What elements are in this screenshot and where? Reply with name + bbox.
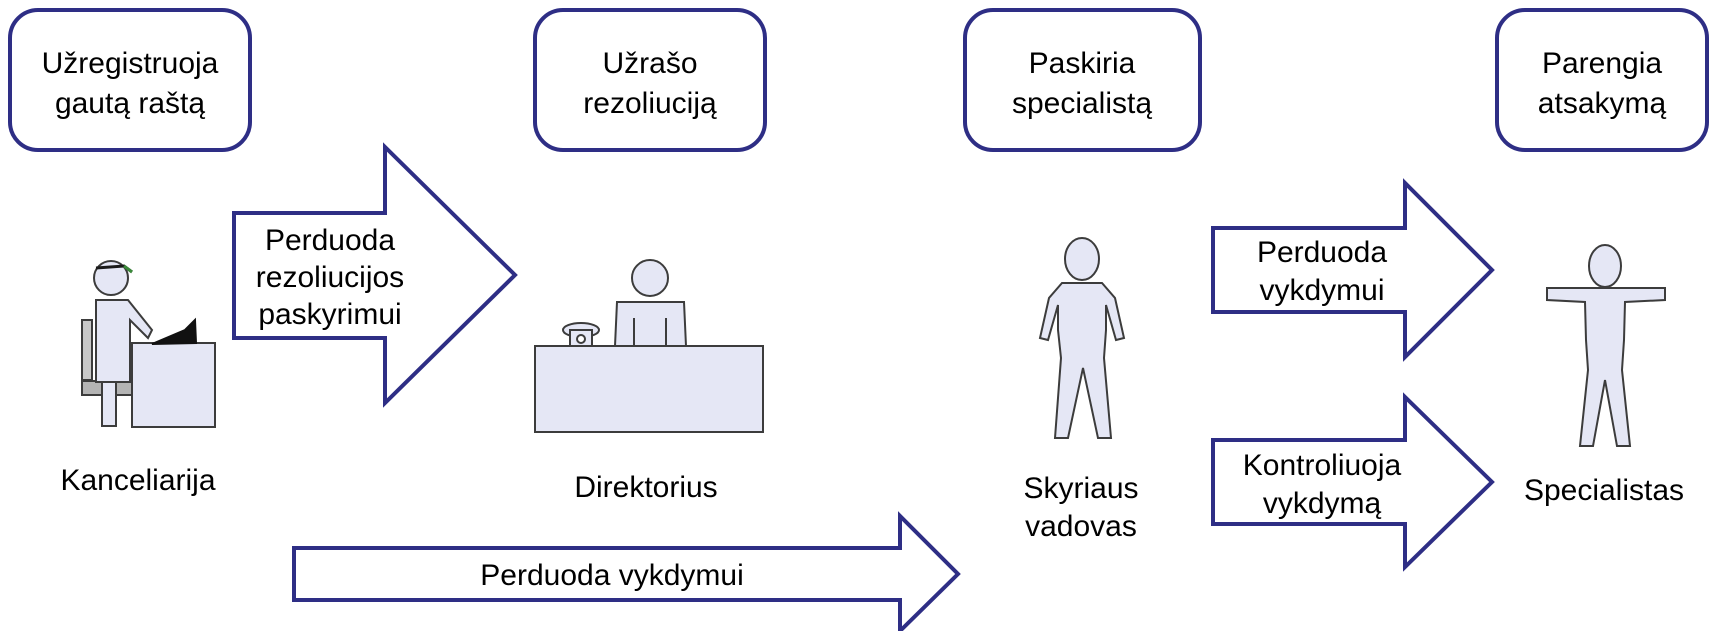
- step-box-resolution: Užrašo rezoliuciją: [533, 8, 767, 152]
- arrow-execute-line1: Perduoda: [1257, 236, 1387, 269]
- arrow-control-line2: vykdymą: [1263, 487, 1382, 520]
- step-box-assign-specialist: Paskiria specialistą: [963, 8, 1202, 152]
- arrow-assign-resolution: Perduoda rezoliucijos paskyrimui: [232, 142, 518, 408]
- actor-label-director: Direktorius: [574, 471, 717, 504]
- step-box-register-line2: gautą raštą: [55, 87, 205, 120]
- actor-label-chancery: Kanceliarija: [60, 464, 215, 497]
- arrow-execute: Perduoda vykdymui: [1211, 178, 1495, 362]
- person-arms-out-icon: [1546, 244, 1666, 447]
- clerk-at-desk-icon: [81, 260, 216, 428]
- arrow-assign-line2: rezoliucijos: [256, 261, 404, 294]
- step-box-resolution-line1: Užrašo: [602, 47, 697, 80]
- standing-person-icon: [1038, 237, 1126, 439]
- step-box-prepare-answer-line2: atsakymą: [1538, 87, 1667, 120]
- arrow-control: Kontroliuoja vykdymą: [1211, 392, 1495, 572]
- arrow-bottom-execute: Perduoda vykdymui: [292, 511, 961, 631]
- step-box-assign-specialist-line2: specialistą: [1012, 87, 1152, 120]
- director-at-desk-icon: [534, 259, 764, 433]
- arrow-assign-line3: paskyrimui: [258, 298, 401, 331]
- step-box-resolution-line2: rezoliuciją: [583, 87, 717, 120]
- step-box-prepare-answer-line1: Parengia: [1542, 47, 1662, 80]
- step-box-register: Užregistruoja gautą raštą: [8, 8, 252, 152]
- step-box-assign-specialist-line1: Paskiria: [1029, 47, 1136, 80]
- arrow-control-line1: Kontroliuoja: [1243, 449, 1402, 482]
- arrow-assign-line1: Perduoda: [265, 224, 395, 257]
- arrow-execute-line2: vykdymui: [1259, 274, 1384, 307]
- actor-label-department-head-line1: Skyriaus: [1023, 472, 1138, 505]
- actor-label-specialist: Specialistas: [1524, 474, 1684, 507]
- step-box-prepare-answer: Parengia atsakymą: [1495, 8, 1709, 152]
- arrow-bottom-line1: Perduoda vykdymui: [480, 559, 743, 592]
- actor-label-department-head-line2: vadovas: [1025, 510, 1137, 543]
- step-box-register-line1: Užregistruoja: [42, 47, 219, 80]
